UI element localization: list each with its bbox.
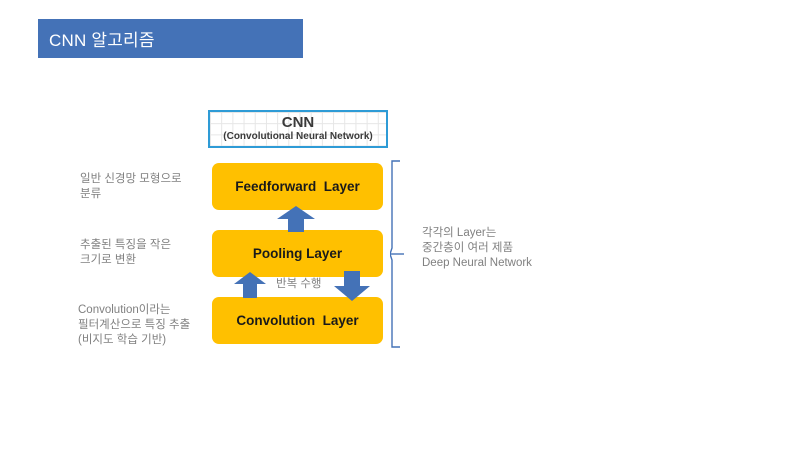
layer-label-convolution: Convolution Layer (236, 313, 359, 328)
repeat-loop-label: 반복 수행 (276, 278, 322, 290)
annotation-pooling: 추출된 특징을 작은 크기로 변환 (80, 239, 172, 266)
cnn-subtitle-label: (Convolutional Neural Network) (223, 131, 373, 142)
cnn-header-box: CNN (Convolutional Neural Network) (208, 110, 388, 148)
layer-label-pooling: Pooling Layer (252, 246, 343, 261)
annotation-deep-neural-network: 각각의 Layer는 중간층이 여러 제품 Deep Neural Networ… (422, 227, 532, 269)
slide-title-bar: CNN 알고리즘 (38, 19, 303, 58)
layer-box-feedforward[interactable]: Feedforward Layer (212, 163, 383, 210)
annotation-feedforward: 일반 신경망 모형으로 분류 (80, 173, 182, 200)
layer-box-convolution[interactable]: Convolution Layer (212, 297, 383, 344)
cnn-title-label: CNN (281, 114, 315, 131)
annotation-convolution: Convolution이라는 필터계산으로 특징 추출 (비지도 학습 기반) (78, 304, 191, 346)
layer-box-pooling[interactable]: Pooling Layer (212, 230, 383, 277)
layer-label-feedforward: Feedforward Layer (235, 179, 360, 194)
right-brace-icon (389, 160, 406, 348)
page-title: CNN 알고리즘 (49, 31, 155, 50)
